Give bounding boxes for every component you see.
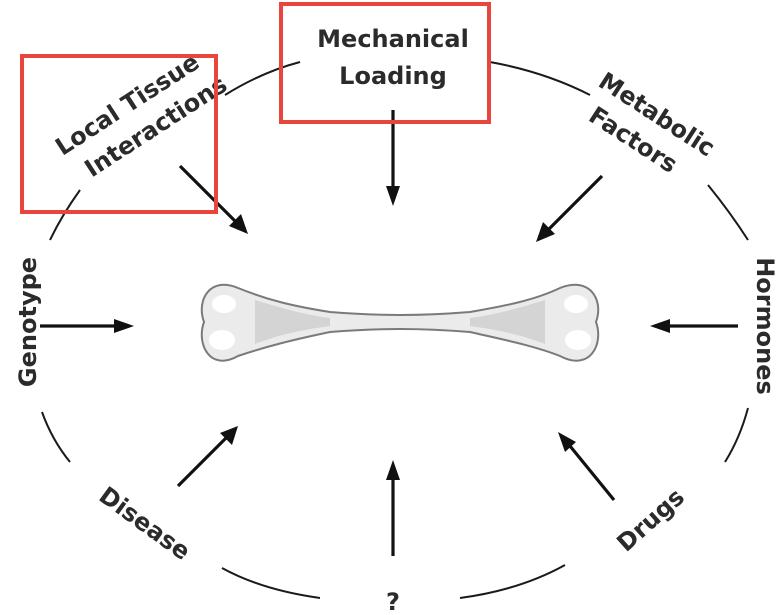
bone-icon <box>202 285 598 361</box>
disease-label: Disease <box>94 481 196 566</box>
arrow-drugs <box>558 432 614 500</box>
bone-condyle-right-bottom <box>565 330 591 350</box>
unknown-factor-label: ? <box>386 588 400 615</box>
arrows <box>40 110 738 556</box>
bone-condyle-left-top <box>212 295 236 313</box>
arrow-disease <box>178 426 238 486</box>
arrow-unknown <box>386 460 400 556</box>
ring-arc-top-left <box>225 62 300 95</box>
local-tissue-label: Local Tissue Interactions <box>50 42 232 190</box>
bone-condyle-right-top <box>564 295 588 313</box>
arrow-metabolic <box>536 176 602 242</box>
hormones-label: Hormones <box>751 257 777 395</box>
ring-arc-top-right <box>490 62 590 95</box>
genotype-label: Genotype <box>14 257 42 387</box>
ring-arc-upper-right <box>708 185 748 240</box>
mechanical-loading-label-line2: Loading <box>339 62 447 90</box>
mechanical-loading-label-line1: Mechanical <box>317 25 469 53</box>
ring-arc-upper-left <box>50 190 80 240</box>
ring-arc-bottom-right <box>460 565 565 598</box>
ring-arc-lower-right <box>725 408 748 462</box>
bone-condyle-left-bottom <box>209 330 235 350</box>
arrow-genotype <box>40 319 134 333</box>
arrow-hormones <box>650 319 738 333</box>
metabolic-label: Metabolic Factors <box>575 67 720 191</box>
ring-arc-bottom-left <box>222 568 320 598</box>
drugs-label: Drugs <box>611 483 689 558</box>
ring-arc-lower-left <box>42 412 70 462</box>
arrow-mechanical-loading <box>386 110 400 206</box>
